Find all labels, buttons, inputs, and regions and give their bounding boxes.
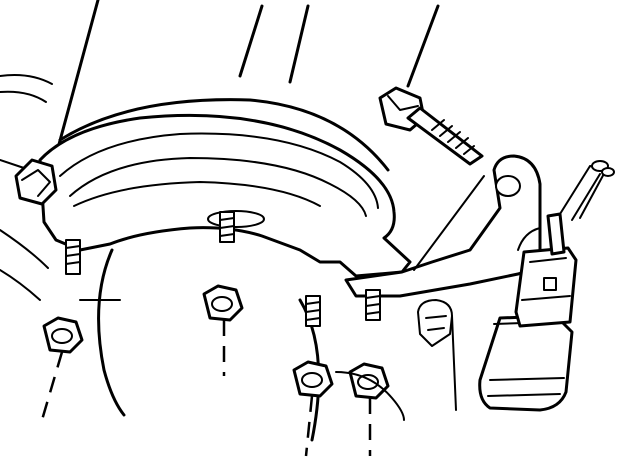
left-bolt-head xyxy=(14,158,58,206)
flange-studs xyxy=(65,211,381,327)
sensor-connector xyxy=(514,160,615,328)
exhaust-pipe xyxy=(0,98,390,442)
stud-3 xyxy=(305,295,321,327)
nut-1 xyxy=(42,316,84,354)
background-hatch-lines xyxy=(0,0,440,169)
nut-4 xyxy=(348,362,390,400)
stud-1 xyxy=(65,239,81,275)
flange-nuts xyxy=(42,284,390,400)
nut-3 xyxy=(292,360,334,398)
manifold-flange xyxy=(38,113,412,278)
nut-2 xyxy=(202,284,244,322)
flange-bolt xyxy=(378,86,484,166)
stud-4 xyxy=(365,289,381,321)
stud-2 xyxy=(219,211,235,243)
installation-lines xyxy=(40,320,405,457)
